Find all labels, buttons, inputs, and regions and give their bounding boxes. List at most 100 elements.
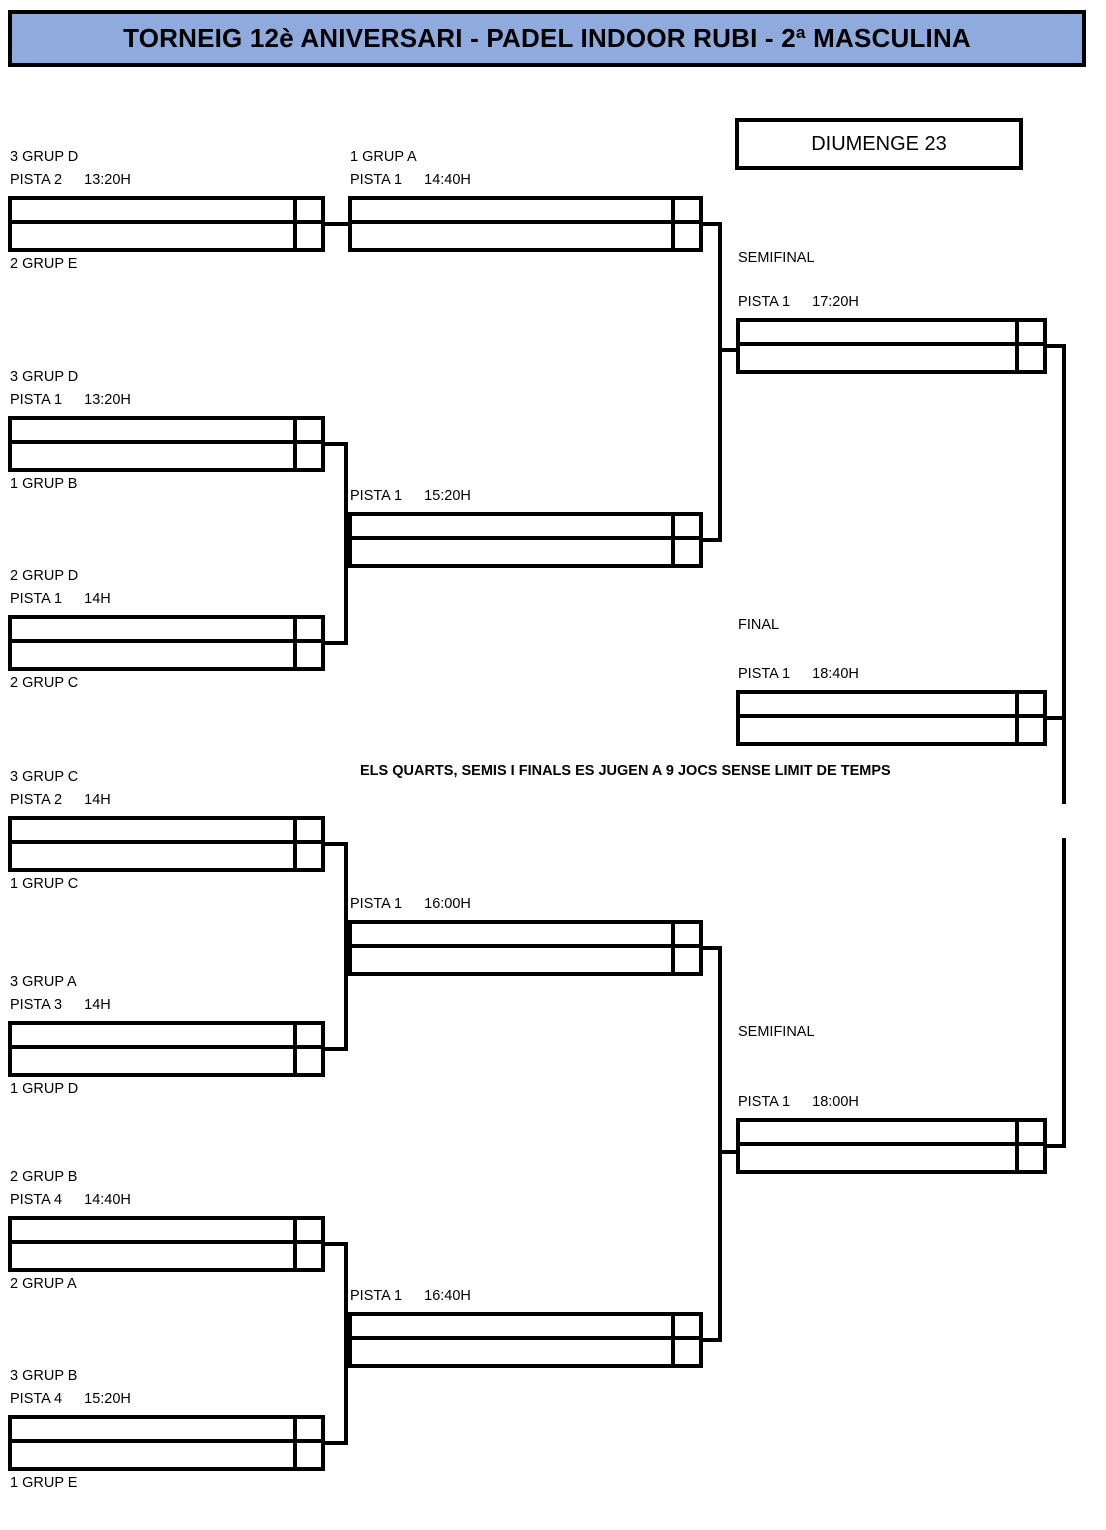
match-qf4-box[interactable] [348,1312,703,1368]
match-r1-m2-score-bottom[interactable] [297,444,321,468]
match-r1-m2-player-bottom[interactable] [12,444,293,468]
match-r1-m6-score[interactable] [293,1220,321,1268]
match-final-score-bottom[interactable] [1019,718,1043,742]
match-r1-m1-score[interactable] [293,200,321,248]
match-r1-m7-score-bottom[interactable] [297,1443,321,1467]
match-r1-m5-player-top[interactable] [12,1025,293,1049]
match-sf2-score-top[interactable] [1019,1122,1043,1146]
match-sf2-score-bottom[interactable] [1019,1146,1043,1170]
match-qf3-score[interactable] [671,924,699,972]
match-qf2-score-bottom[interactable] [675,540,699,564]
match-sf1-score-top[interactable] [1019,322,1043,346]
match-r1-m7-box[interactable] [8,1415,325,1471]
match-r1-m1-score-bottom[interactable] [297,224,321,248]
match-qf1-score-bottom[interactable] [675,224,699,248]
match-r1-m7-score-top[interactable] [297,1419,321,1443]
match-r1-m1-player-top[interactable] [12,200,293,224]
match-final-score-top[interactable] [1019,694,1043,718]
match-sf1-box[interactable] [736,318,1047,374]
match-qf1-player-bottom[interactable] [352,224,671,248]
match-r1-m3-player-top[interactable] [12,619,293,643]
match-r1-m5-score-top[interactable] [297,1025,321,1049]
match-qf3-player-top[interactable] [352,924,671,948]
match-r1-m2-score[interactable] [293,420,321,468]
match-qf3-score-top[interactable] [675,924,699,948]
match-r1-m2-score-top[interactable] [297,420,321,444]
match-r1-m3-score[interactable] [293,619,321,667]
match-r1-m3-score-top[interactable] [297,619,321,643]
match-r1-m6-player-top[interactable] [12,1220,293,1244]
match-r1-m4-box[interactable] [8,816,325,872]
match-sf2-score[interactable] [1015,1122,1043,1170]
match-final-player-bottom[interactable] [740,718,1015,742]
match-qf2-box[interactable] [348,512,703,568]
match-qf4-score[interactable] [671,1316,699,1364]
match-r1-m5-score[interactable] [293,1025,321,1073]
match-qf1-score[interactable] [671,200,699,248]
match-r1-m4-score-bottom[interactable] [297,844,321,868]
match-r1-m4-score[interactable] [293,820,321,868]
match-r1-m1-box[interactable] [8,196,325,252]
match-qf2-score-top[interactable] [675,516,699,540]
match-sf1-score[interactable] [1015,322,1043,370]
match-qf3-score-bottom[interactable] [675,948,699,972]
match-final-player-top[interactable] [740,694,1015,718]
match-sf2-player-bottom[interactable] [740,1146,1015,1170]
match-qf2-player-top[interactable] [352,516,671,540]
match-r1-m5-player-bottom[interactable] [12,1049,293,1073]
match-qf4-score-bottom[interactable] [675,1340,699,1364]
connector-m7-out [325,1441,348,1445]
match-r1-m5-box[interactable] [8,1021,325,1077]
match-r1-m1-score-top[interactable] [297,200,321,224]
match-r1-m1-names [12,200,293,248]
match-qf2-score[interactable] [671,516,699,564]
match-sf2-player-top[interactable] [740,1122,1015,1146]
match-r1-m6-box[interactable] [8,1216,325,1272]
match-qf1-score-top[interactable] [675,200,699,224]
match-r1-m3-score-bottom[interactable] [297,643,321,667]
match-qf1-player-top[interactable] [352,200,671,224]
match-qf4-player-top[interactable] [352,1316,671,1340]
match-final-score[interactable] [1015,694,1043,742]
match-qf4-score-top[interactable] [675,1316,699,1340]
match-r1-m4-score-top[interactable] [297,820,321,844]
match-sf2-box[interactable] [736,1118,1047,1174]
match-qf3-box[interactable] [348,920,703,976]
match-qf4-player-bottom[interactable] [352,1340,671,1364]
match-qf3-player-bottom[interactable] [352,948,671,972]
match-qf1-box[interactable] [348,196,703,252]
match-r1-m1-player-bottom[interactable] [12,224,293,248]
match-r1-m6-score-top[interactable] [297,1220,321,1244]
match-r1-m7-player-bottom[interactable] [12,1443,293,1467]
match-qf2-player-bottom[interactable] [352,540,671,564]
match-r1-m6-player-bottom[interactable] [12,1244,293,1268]
match-r1-m4-player-bottom[interactable] [12,844,293,868]
match-r1-m4-player-top[interactable] [12,820,293,844]
match-r1-m2-player-top[interactable] [12,420,293,444]
match-r1-m2-box[interactable] [8,416,325,472]
match-r1-m3-player-bottom[interactable] [12,643,293,667]
match-r1-m7-player-top[interactable] [12,1419,293,1443]
match-r1-m3-box[interactable] [8,615,325,671]
match-final-box[interactable] [736,690,1047,746]
match-r1-m6-score-bottom[interactable] [297,1244,321,1268]
match-sf1-player-bottom[interactable] [740,346,1015,370]
match-sf1-player-top[interactable] [740,322,1015,346]
match-sf1-score-bottom[interactable] [1019,346,1043,370]
match-r1-m7-score[interactable] [293,1419,321,1467]
match-r1-m5-score-bottom[interactable] [297,1049,321,1073]
